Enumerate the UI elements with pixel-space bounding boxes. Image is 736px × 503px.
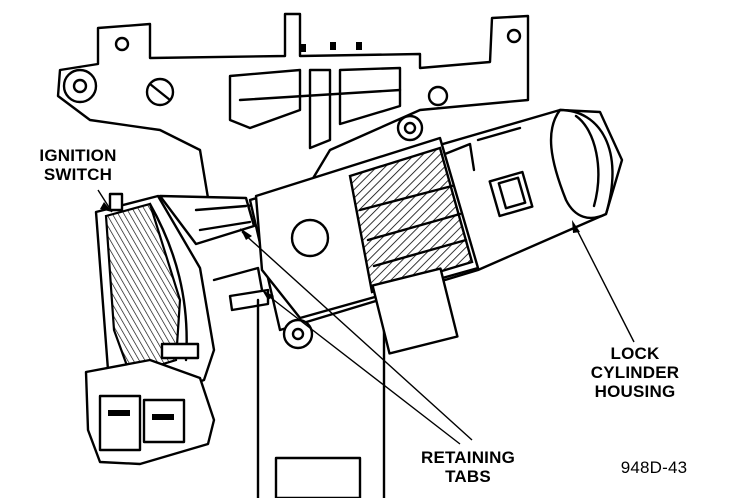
label-tabs-line-1: RETAINING (420, 448, 516, 467)
leader-retaining-tab-2 (265, 293, 461, 445)
mounting-bracket (56, 12, 530, 212)
leader-lock-cylinder-housing (575, 227, 635, 343)
figure-code: 948D-43 (620, 458, 688, 477)
label-lock-line-2: CYLINDER (590, 363, 680, 382)
label-ignition-switch-line-2: SWITCH (43, 165, 113, 184)
leader-lines (97, 189, 635, 445)
ignition-switch (84, 192, 264, 466)
switch-mounting-plate (228, 136, 480, 355)
label-lock-line-1: LOCK (610, 344, 660, 363)
label-lock-line-3: HOUSING (594, 382, 676, 401)
leader-ignition-switch (97, 189, 113, 213)
label-tabs-line-2: TABS (445, 467, 491, 486)
leader-retaining-tab-1 (241, 231, 473, 441)
label-lock-cylinder-housing: LOCK CYLINDER HOUSING (580, 344, 690, 401)
steering-column (256, 298, 386, 500)
label-ignition-switch-line-1: IGNITION (39, 146, 117, 165)
label-retaining-tabs: RETAINING TABS (404, 448, 532, 486)
plate-center-hole (290, 218, 330, 258)
label-ignition-switch: IGNITION SWITCH (22, 146, 134, 184)
